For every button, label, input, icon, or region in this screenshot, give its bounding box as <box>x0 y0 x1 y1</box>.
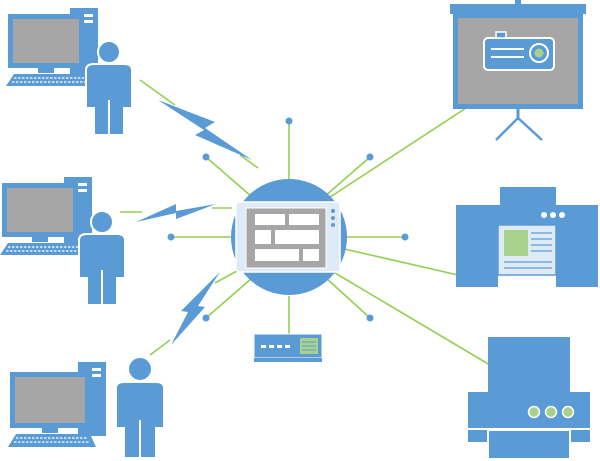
monitor-screen <box>7 188 73 232</box>
workstation-2 <box>0 177 126 306</box>
port-dot <box>202 153 210 161</box>
spoke-top-left <box>205 156 253 198</box>
printer-icon <box>468 337 590 460</box>
spoke-bottom-left <box>205 277 253 319</box>
keyboard <box>8 434 96 447</box>
port-dot <box>366 153 374 161</box>
link-printer <box>329 269 491 366</box>
port-dots <box>167 117 409 322</box>
port-dot <box>167 233 175 241</box>
link-workstation-1-b <box>239 154 259 169</box>
user-icon <box>85 40 133 136</box>
link-workstation-1-a <box>139 79 176 106</box>
workstation-3 <box>8 356 165 459</box>
port-dot <box>401 233 409 241</box>
projector-screen-icon <box>450 0 586 141</box>
port-dot <box>285 117 293 125</box>
monitor-screen <box>13 19 79 63</box>
wireless-bolts <box>136 100 252 345</box>
keyboard <box>0 243 86 255</box>
workstation-1 <box>6 8 133 136</box>
user-icon <box>78 210 126 306</box>
hub <box>231 179 347 295</box>
projector-icon <box>483 31 555 71</box>
spoke-bottom-right <box>325 277 371 319</box>
link-workstation-3-a <box>149 339 171 356</box>
monitor-screen <box>15 377 85 423</box>
spoke-top-right <box>323 156 371 198</box>
lightning-bolt-icon <box>136 204 216 222</box>
connection-lines <box>120 79 491 366</box>
copier-icon <box>456 187 598 287</box>
port-dot <box>366 314 374 322</box>
link-copier <box>339 247 459 276</box>
router-icon <box>253 333 323 362</box>
keyboard <box>6 74 92 86</box>
link-projector <box>317 107 467 206</box>
port-dot <box>202 314 210 322</box>
user-icon <box>115 356 165 459</box>
lightning-bolt-icon <box>158 100 252 160</box>
lightning-bolt-icon <box>171 272 220 345</box>
